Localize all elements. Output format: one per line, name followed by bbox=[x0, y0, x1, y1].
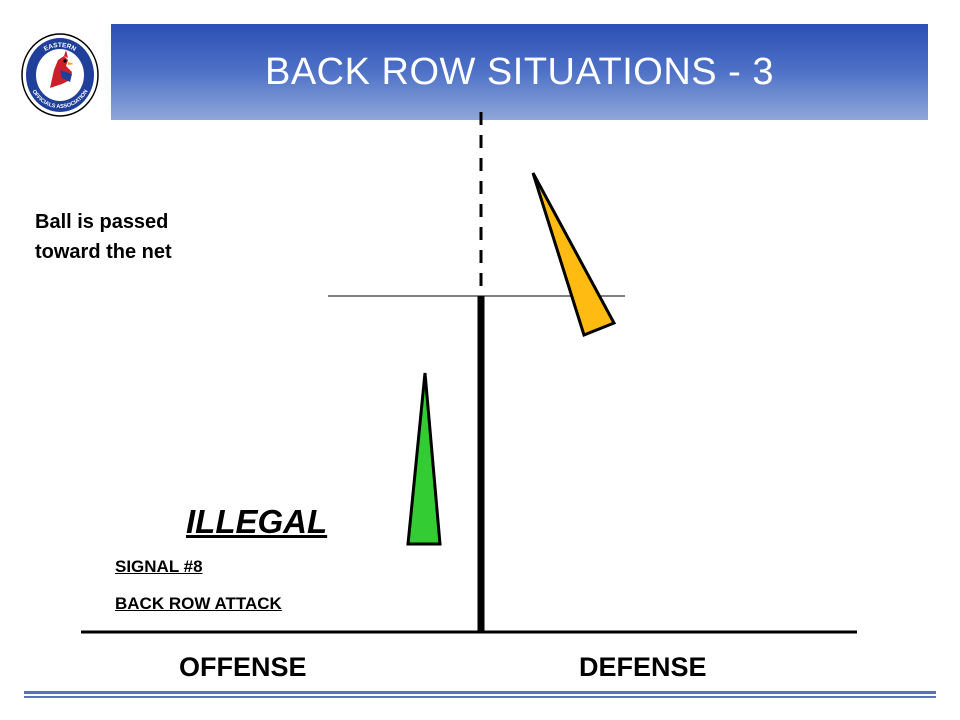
defense-player-marker bbox=[531, 172, 617, 337]
eastern-officials-association-logo: EASTERN OFFICIALS ASSOCIATION bbox=[21, 33, 99, 117]
signal-label: SIGNAL #8 bbox=[115, 557, 203, 576]
caption-line-1: Ball is passed bbox=[35, 211, 169, 233]
caption: Ball is passed toward the net bbox=[35, 207, 172, 267]
offense-label: OFFENSE bbox=[179, 652, 307, 682]
footer-rule-bottom bbox=[24, 696, 936, 698]
footer-rule-top bbox=[24, 691, 936, 694]
logo-top-text: EASTERN bbox=[43, 42, 77, 53]
cardinal-bird-icon bbox=[50, 50, 74, 88]
offense-player-marker bbox=[406, 372, 442, 546]
caption-line-2: toward the net bbox=[35, 241, 172, 263]
defense-label: DEFENSE bbox=[579, 652, 707, 682]
slide-title: BACK ROW SITUATIONS - 3 bbox=[264, 50, 775, 93]
infraction-label: BACK ROW ATTACK bbox=[115, 594, 282, 613]
title-bar: BACK ROW SITUATIONS - 3 bbox=[111, 24, 928, 120]
verdict-label: ILLEGAL bbox=[186, 503, 328, 540]
